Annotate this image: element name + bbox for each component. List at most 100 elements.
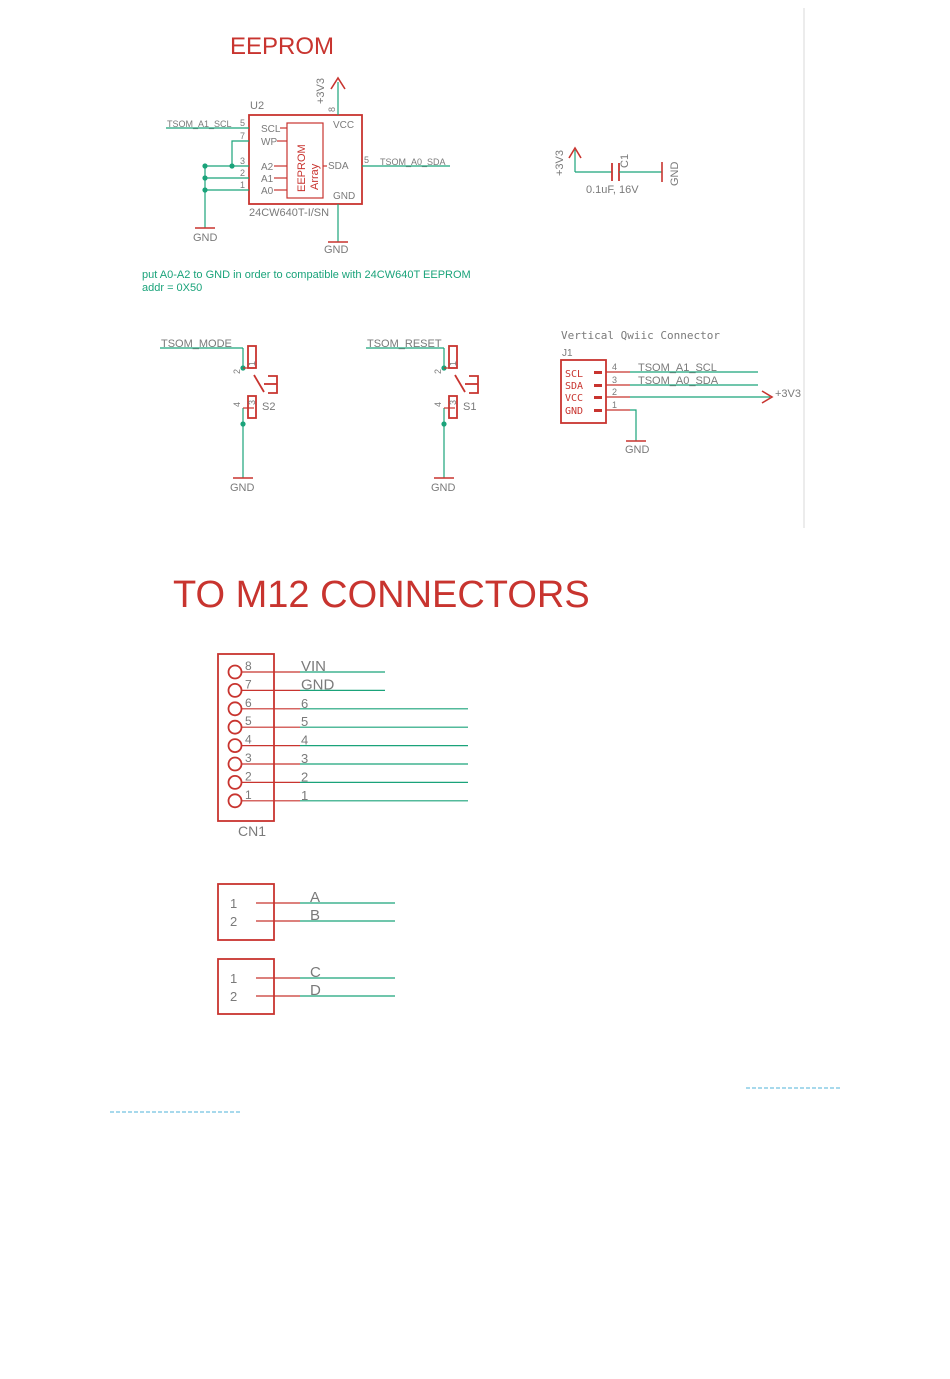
pin-num-vcc: 8 xyxy=(327,107,337,112)
pin-name-a2: A2 xyxy=(261,162,274,173)
eeprom-ref: U2 xyxy=(250,100,264,112)
cap-ref: C1 xyxy=(619,154,631,168)
cn1-net-label: 1 xyxy=(301,788,308,803)
cn1-net-label: 4 xyxy=(301,733,308,748)
capacitor-c1[interactable]: +3V3 C1 0.1uF, 16V GND xyxy=(554,146,681,196)
pin-name-a1: A1 xyxy=(261,174,274,185)
cn1-pin-num: 1 xyxy=(245,788,252,802)
gnd-label-eeprom-left: GND xyxy=(193,232,218,244)
s2-pin-4: 4 xyxy=(232,402,242,407)
s2-pin-2: 2 xyxy=(232,369,242,374)
switch-s1[interactable]: TSOM_RESET 2 1 4 3 S1 GND xyxy=(366,338,479,494)
cn1-pin-circle xyxy=(227,719,243,735)
switch-s2[interactable]: TSOM_MODE 2 1 4 3 S2 GND xyxy=(160,338,278,494)
s1-pin-4: 4 xyxy=(433,402,443,407)
eeprom-inner-label-1: EEPROM xyxy=(296,144,308,192)
pin-num-a2: 3 xyxy=(240,156,245,166)
qwiic-net-sda: TSOM_A0_SDA xyxy=(638,375,719,387)
qwiic-title: Vertical Qwiic Connector xyxy=(561,329,720,342)
s1-pin-1: 1 xyxy=(448,361,458,366)
cn1-pin-num: 4 xyxy=(245,733,252,747)
cn1-pin-circle xyxy=(227,793,243,809)
cn1-pin-circle xyxy=(227,756,243,772)
net-label-tsom-mode: TSOM_MODE xyxy=(161,338,232,350)
s2-pin-1: 1 xyxy=(247,361,257,366)
qwiic-pin-name-vcc: VCC xyxy=(565,393,583,404)
pin-name-gnd: GND xyxy=(333,191,355,202)
cn1-pin-7: 7 GND xyxy=(227,676,385,698)
pin-name-scl: SCL xyxy=(261,124,281,135)
conn-ab-net-label: A xyxy=(310,889,320,906)
pin-num-sda: 5 xyxy=(364,155,369,165)
qwiic-gnd: GND xyxy=(625,444,650,456)
qwiic-pin-num-3: 3 xyxy=(612,375,617,385)
net-label-tsom-reset: TSOM_RESET xyxy=(367,338,442,350)
qwiic-net-vcc: +3V3 xyxy=(775,388,801,400)
cn1-pin-circle xyxy=(227,683,243,698)
cap-value: 0.1uF, 16V xyxy=(586,184,639,196)
note-line-1: put A0-A2 to GND in order to compatible … xyxy=(142,269,471,281)
cap-gnd: GND xyxy=(669,162,681,187)
eeprom-inner-label-2: Array xyxy=(309,163,321,190)
cn1-pin-num: 2 xyxy=(245,769,252,783)
cn1-net-label: GND xyxy=(301,676,335,693)
note-line-2: addr = 0X50 xyxy=(142,282,202,294)
qwiic-pin-num-2: 2 xyxy=(612,387,617,397)
cn1-net-label: 2 xyxy=(301,769,308,784)
cn1-pin-circle xyxy=(227,738,243,753)
s2-pin-3: 3 xyxy=(247,400,257,405)
supply-label-eeprom: +3V3 xyxy=(315,78,327,104)
eeprom-section-title: EEPROM xyxy=(230,33,334,60)
qwiic-connector-j1[interactable]: Vertical Qwiic Connector J1 SCL SDA VCC … xyxy=(560,329,801,456)
eeprom-array-box xyxy=(286,122,324,199)
pin-name-vcc: VCC xyxy=(333,120,354,131)
qwiic-pin-name-scl: SCL xyxy=(565,369,583,380)
conn-ab-pin-num: 1 xyxy=(230,896,237,911)
cn1-pin-circle xyxy=(227,664,243,680)
qwiic-ref: J1 xyxy=(562,348,573,359)
pin-num-wp: 7 xyxy=(240,131,245,141)
gnd-label-eeprom-bottom: GND xyxy=(324,244,349,256)
qwiic-net-scl: TSOM_A1_SCL xyxy=(638,362,717,374)
cn1-pin-num: 7 xyxy=(245,677,252,691)
conn-cd-pin-num: 1 xyxy=(230,971,237,986)
s2-ref: S2 xyxy=(262,401,275,413)
conn-cd-net-label: D xyxy=(310,982,321,999)
s1-pin-3: 3 xyxy=(448,400,458,405)
conn-cd-net-label: C xyxy=(310,964,321,981)
qwiic-pin-num-1: 1 xyxy=(612,400,617,410)
eeprom-body xyxy=(248,114,363,205)
m12-section-title: TO M12 CONNECTORS xyxy=(173,574,590,616)
pin-num-a1: 2 xyxy=(240,168,245,178)
conn-ab-pin-num: 2 xyxy=(230,914,237,929)
conn-ab-net-label: B xyxy=(310,907,320,924)
s1-gnd: GND xyxy=(431,482,456,494)
eeprom-part-number: 24CW640T-I/SN xyxy=(249,207,329,219)
cn1-pin-num: 6 xyxy=(245,696,252,710)
conn-cd-pin-num: 2 xyxy=(230,989,237,1004)
pin-name-wp: WP xyxy=(261,137,277,148)
pin-name-sda: SDA xyxy=(328,161,349,172)
pin-name-a0: A0 xyxy=(261,186,274,197)
cn1-net-label: 3 xyxy=(301,751,308,766)
qwiic-pin-name-gnd: GND xyxy=(565,406,583,417)
pin-num-scl: 5 xyxy=(240,118,245,128)
eeprom-u2[interactable]: U2 24CW640T-I/SN EEPROM Array SCL WP A2 … xyxy=(240,100,369,219)
cn1-ref: CN1 xyxy=(238,823,266,839)
cn1-net-label: VIN xyxy=(301,658,326,675)
net-label-tsom-a1-scl: TSOM_A1_SCL xyxy=(167,119,232,129)
